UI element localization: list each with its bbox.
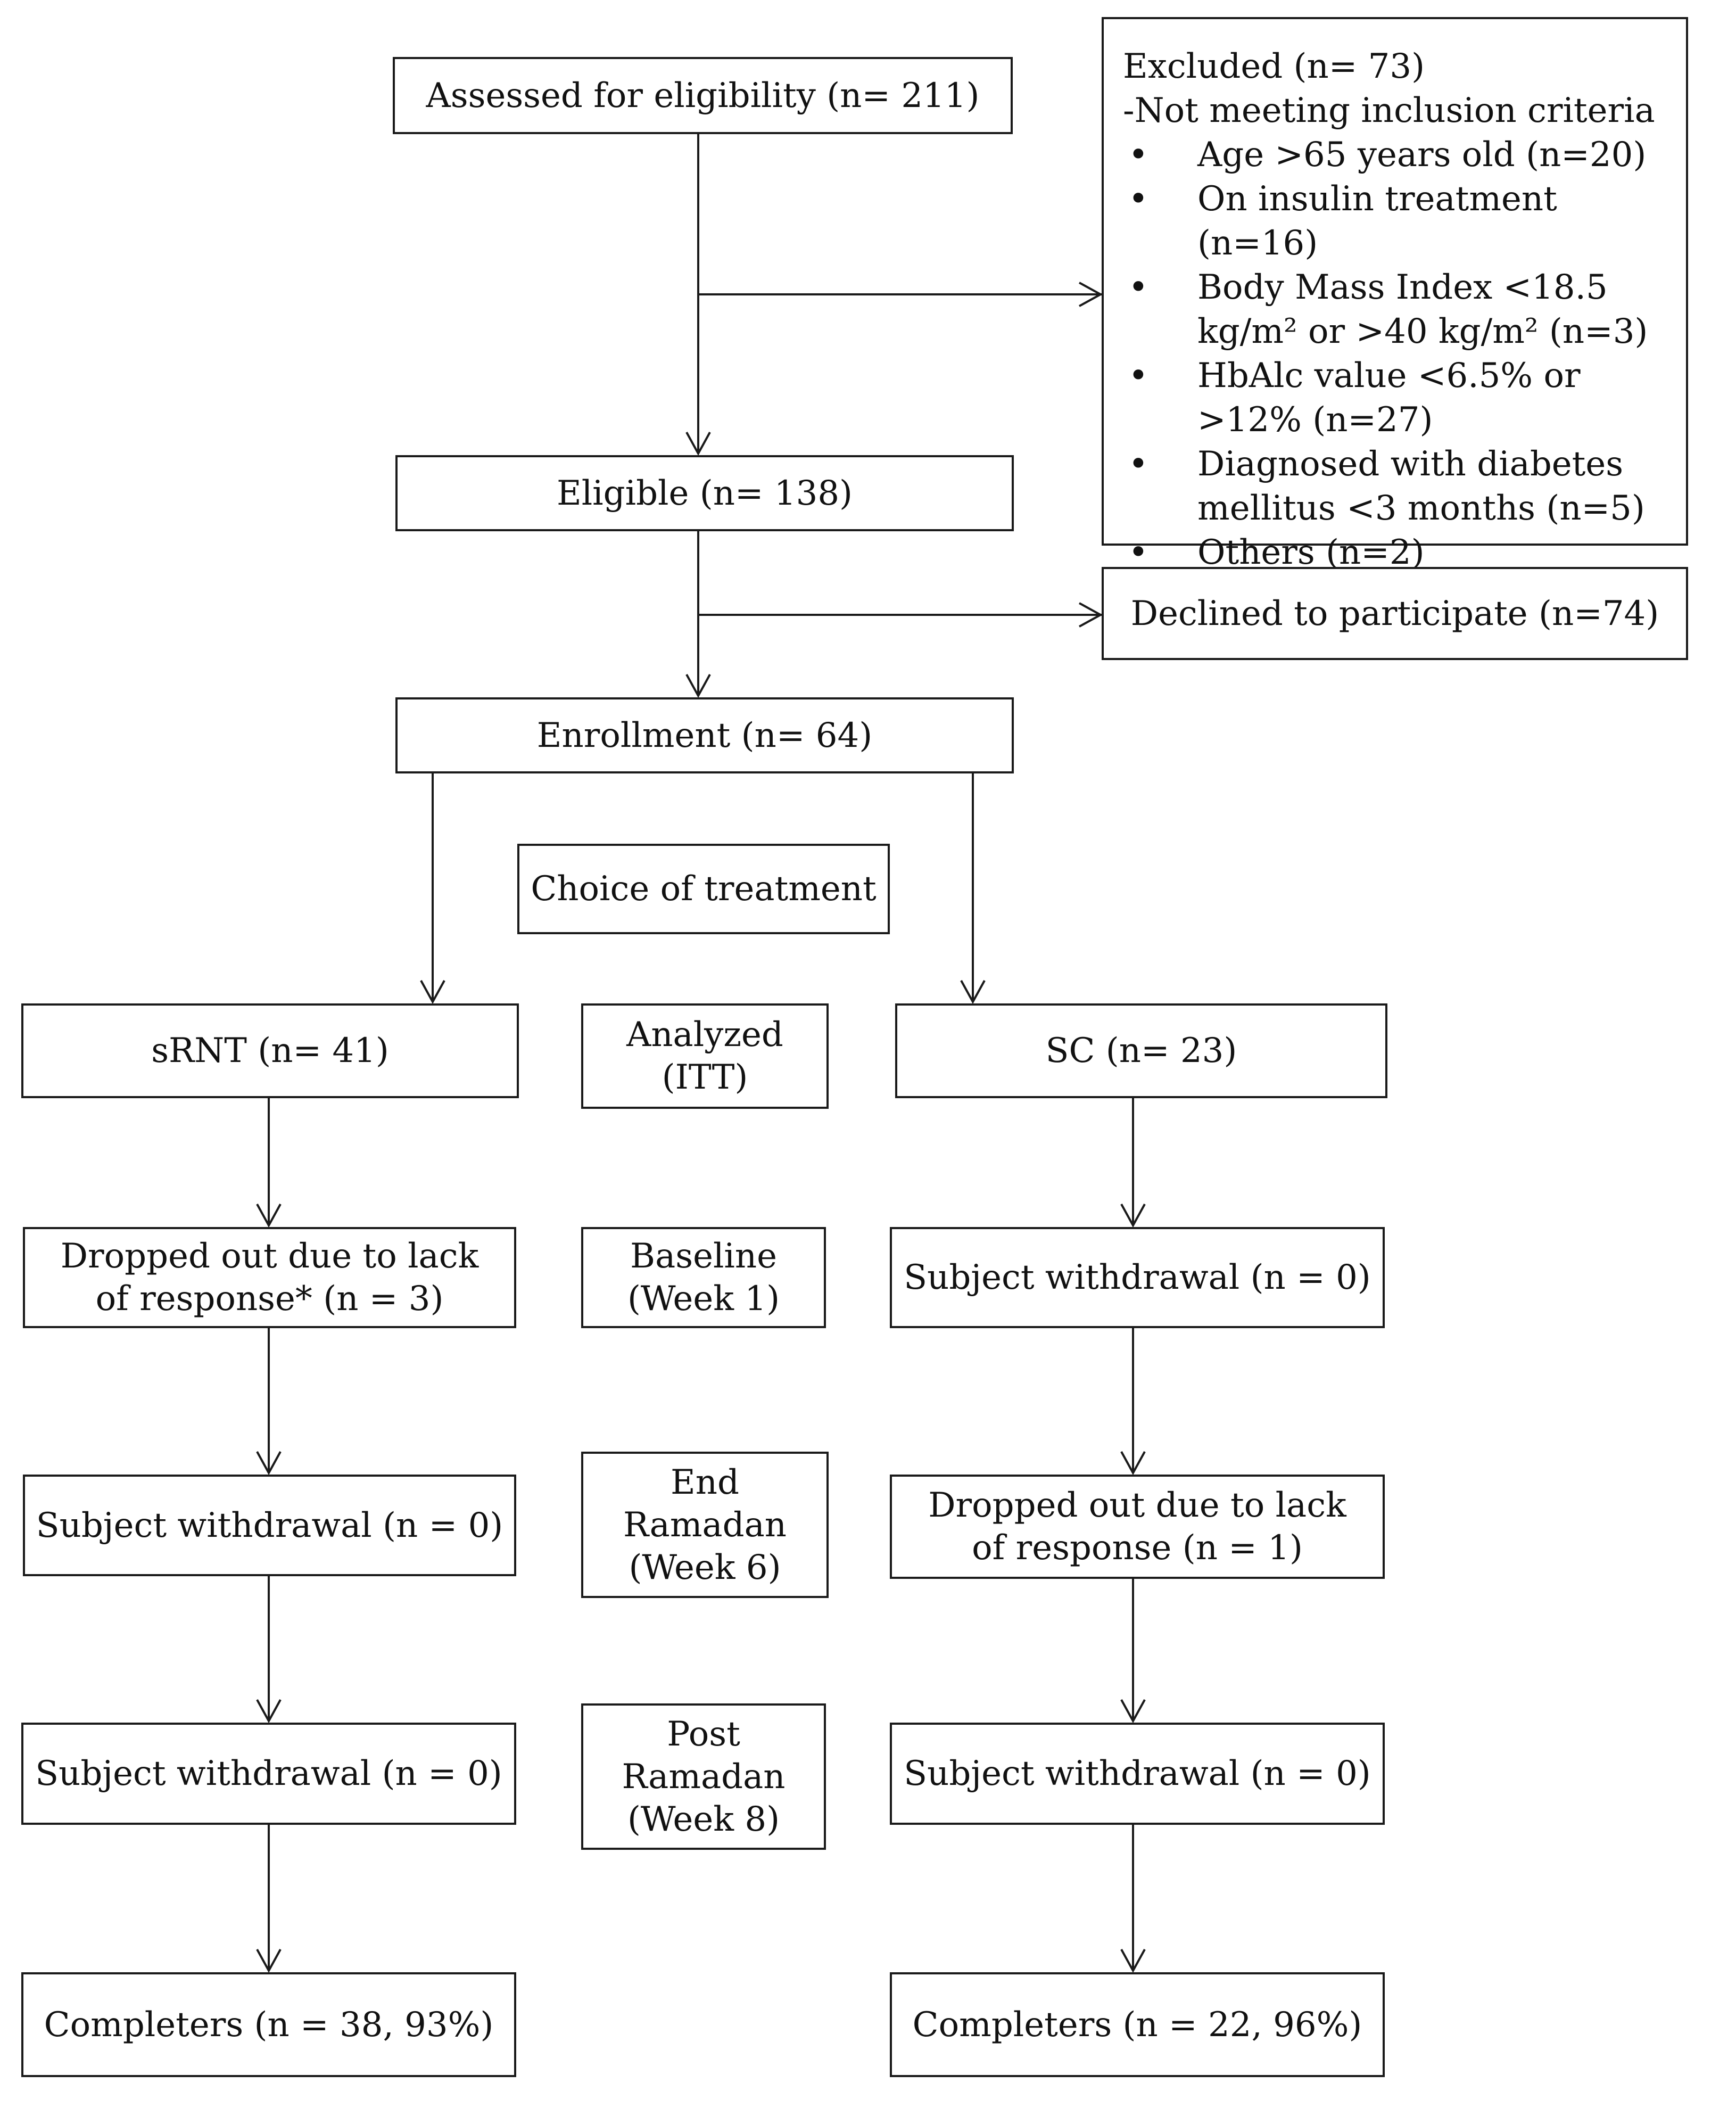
arrowhead-right-s1	[1120, 1204, 1146, 1228]
baseline-label: Baseline (Week 1)	[627, 1237, 780, 1319]
arrowhead-left-s3	[256, 1699, 282, 1724]
assessed-box: Assessed for eligibility (n= 211)	[393, 57, 1013, 134]
left-step2-box: Subject withdrawal (n = 0)	[23, 1475, 516, 1576]
end-ramadan-box: End Ramadan (Week 6)	[581, 1452, 829, 1598]
left-step3-box: Subject withdrawal (n = 0)	[21, 1723, 516, 1825]
sc-arm-label: SC (n= 23)	[1045, 1031, 1237, 1071]
arrowhead-right-completers	[1120, 1949, 1146, 1973]
right-step3-label: Subject withdrawal (n = 0)	[904, 1754, 1371, 1793]
arrowhead-eligible	[685, 432, 711, 456]
enrollment-box: Enrollment (n= 64)	[395, 697, 1014, 773]
srnt-arm-label: sRNT (n= 41)	[151, 1031, 389, 1071]
excluded-subtitle: -Not meeting inclusion criteria	[1123, 91, 1655, 130]
left-step1-box: Dropped out due to lack of response* (n …	[23, 1227, 516, 1328]
right-step1-box: Subject withdrawal (n = 0)	[890, 1227, 1385, 1328]
left-completers-label: Completers (n = 38, 93%)	[44, 2005, 494, 2045]
left-step1-label: Dropped out due to lack of response* (n …	[60, 1237, 479, 1319]
declined-box: Declined to participate (n=74)	[1102, 567, 1688, 660]
list-item: On insulin treatment (n=16)	[1123, 177, 1670, 266]
sc-arm-box: SC (n= 23)	[895, 1003, 1387, 1098]
eligible-box: Eligible (n= 138)	[395, 455, 1014, 531]
arrowhead-enrollment	[685, 674, 711, 698]
list-item: Diagnosed with diabetes mellitus <3 mont…	[1123, 442, 1670, 531]
arrowhead-excluded	[1079, 282, 1103, 307]
end-ramadan-label: End Ramadan (Week 6)	[623, 1462, 787, 1587]
right-completers-label: Completers (n = 22, 96%)	[912, 2005, 1362, 2045]
declined-label: Declined to participate (n=74)	[1130, 594, 1659, 633]
excluded-box: Excluded (n= 73) -Not meeting inclusion …	[1102, 17, 1688, 575]
left-step3-label: Subject withdrawal (n = 0)	[35, 1754, 502, 1793]
choice-label: Choice of treatment	[531, 869, 877, 909]
left-step2-label: Subject withdrawal (n = 0)	[36, 1505, 503, 1545]
arrowhead-declined	[1079, 602, 1103, 628]
right-step3-box: Subject withdrawal (n = 0)	[890, 1723, 1385, 1825]
arrowhead-left-completers	[256, 1949, 282, 1973]
arrowhead-srnt	[420, 980, 445, 1004]
list-item: Age >65 years old (n=20)	[1123, 133, 1670, 177]
right-step1-label: Subject withdrawal (n = 0)	[904, 1258, 1371, 1297]
list-item: Body Mass Index <18.5 kg/m² or >40 kg/m²…	[1123, 266, 1670, 354]
analyzed-box: Analyzed (ITT)	[581, 1003, 829, 1109]
baseline-box: Baseline (Week 1)	[581, 1227, 826, 1328]
right-step2-label: Dropped out due to lack of response (n =…	[928, 1486, 1346, 1568]
arrowhead-right-s2	[1120, 1451, 1146, 1476]
arrowhead-sc	[960, 980, 986, 1004]
list-item: HbAlc value <6.5% or >12% (n=27)	[1123, 354, 1670, 442]
right-step2-box: Dropped out due to lack of response (n =…	[890, 1475, 1385, 1579]
right-completers-box: Completers (n = 22, 96%)	[890, 1972, 1385, 2077]
post-ramadan-label: Post Ramadan (Week 8)	[622, 1714, 786, 1839]
analyzed-label: Analyzed (ITT)	[626, 1015, 783, 1097]
arrowhead-left-s2	[256, 1451, 282, 1476]
arrowhead-right-s3	[1120, 1699, 1146, 1724]
excluded-title: Excluded (n= 73)	[1123, 47, 1425, 86]
choice-of-treatment-box: Choice of treatment	[517, 844, 890, 934]
arrowhead-left-s1	[256, 1204, 282, 1228]
enrollment-label: Enrollment (n= 64)	[536, 715, 873, 755]
eligible-label: Eligible (n= 138)	[556, 473, 853, 513]
assessed-label: Assessed for eligibility (n= 211)	[426, 76, 980, 116]
exclusion-reasons-list: Age >65 years old (n=20) On insulin trea…	[1123, 133, 1670, 575]
left-completers-box: Completers (n = 38, 93%)	[21, 1972, 516, 2077]
post-ramadan-box: Post Ramadan (Week 8)	[581, 1703, 826, 1850]
srnt-arm-box: sRNT (n= 41)	[21, 1003, 519, 1098]
